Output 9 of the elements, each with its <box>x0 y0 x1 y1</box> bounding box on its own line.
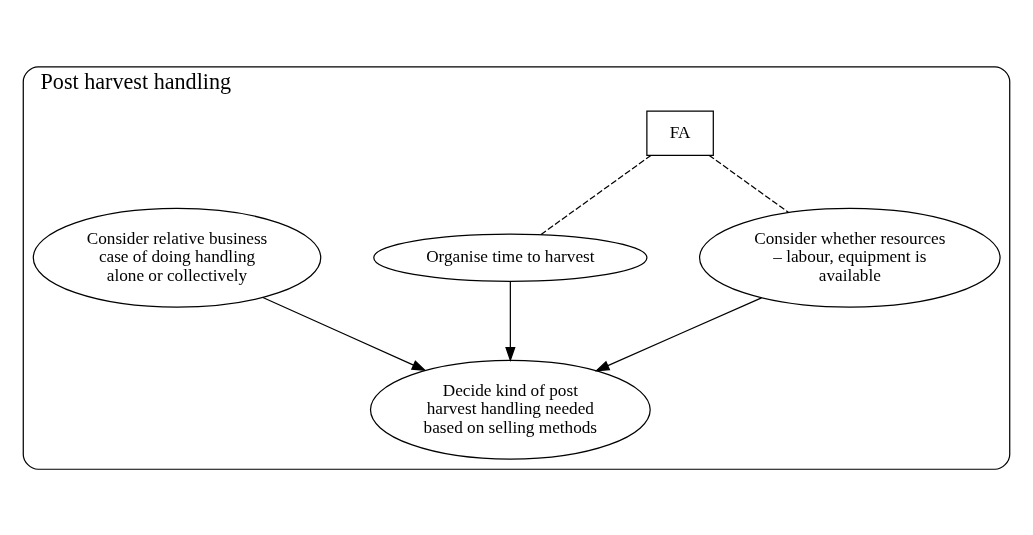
arrow <box>594 296 763 371</box>
arrow <box>262 296 427 371</box>
connector <box>708 154 789 213</box>
node-ellipse: Consider whether resources – labour, equipment is available <box>698 207 1001 308</box>
node-ellipse: Consider relative business case of doing handling alone or collectively <box>32 207 322 308</box>
node-ellipse: Organise time to harvest <box>373 233 648 282</box>
arrow <box>505 280 516 362</box>
node-box: FA <box>646 109 714 156</box>
connector <box>540 154 652 235</box>
